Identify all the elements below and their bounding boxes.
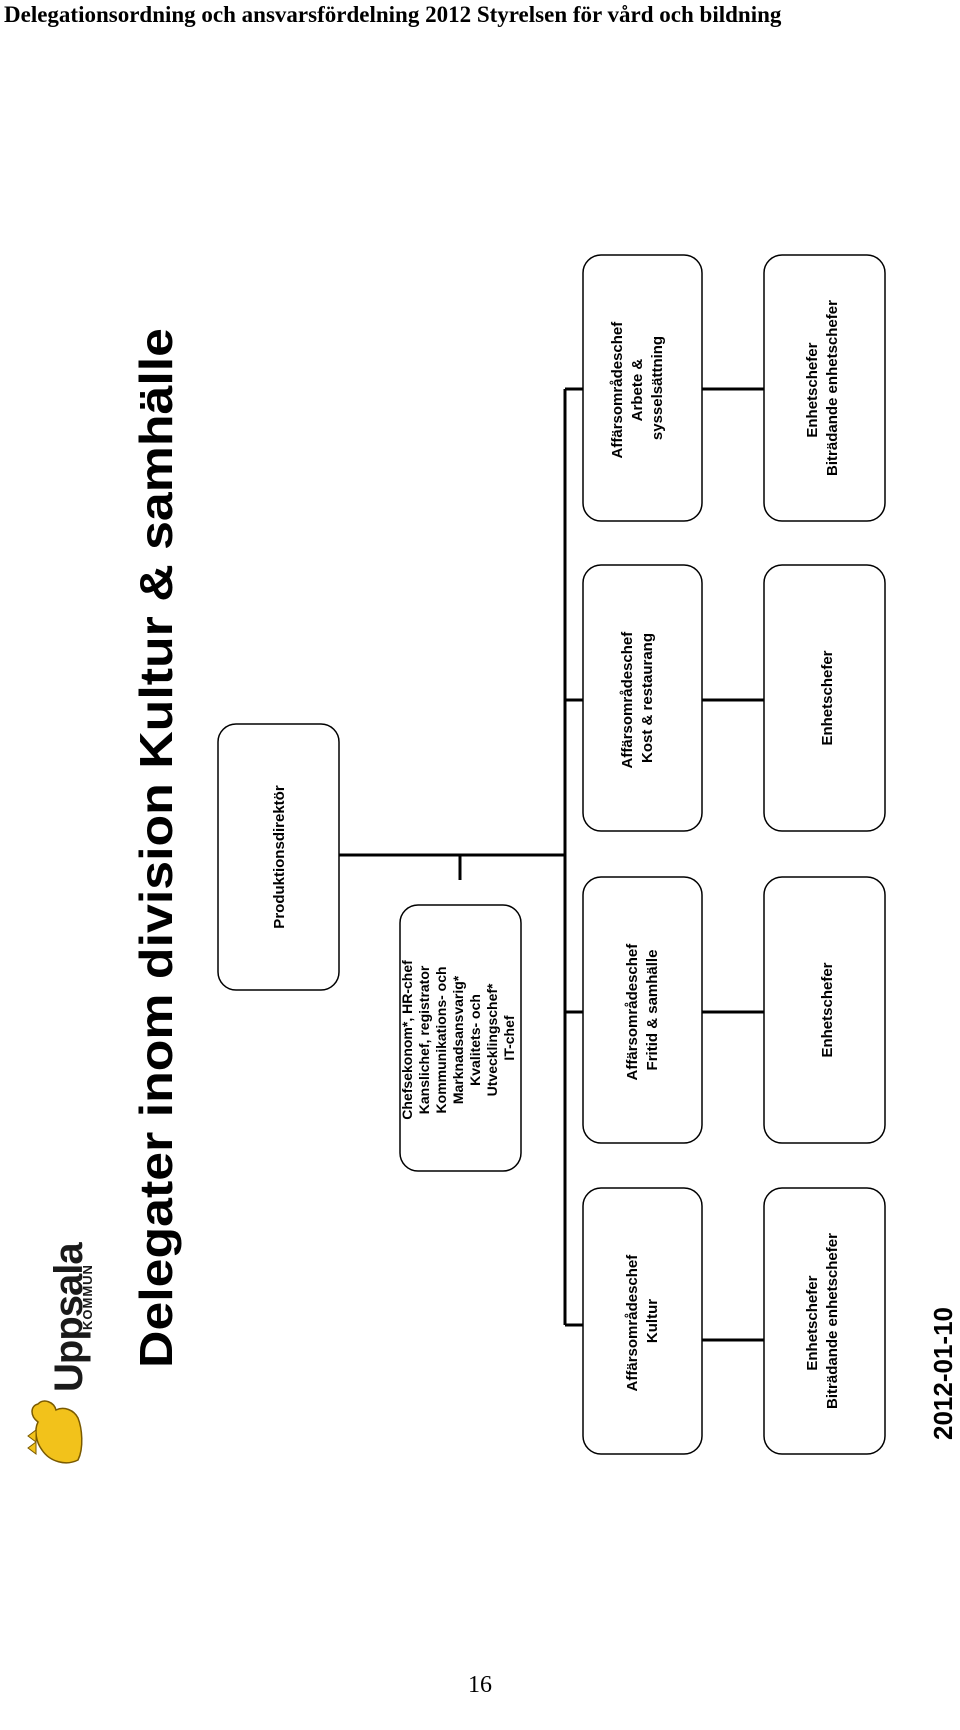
text-staff: Chefsekonom*, HR-chef Kanslichef, regist… (399, 956, 517, 1119)
box-manager-fritid (582, 876, 703, 1144)
text-units-arbete: Enhetschefer Biträdande enhetschefer (804, 300, 841, 476)
lion-crown-shape (27, 1429, 37, 1455)
box-staff (399, 904, 522, 1172)
box-manager-kultur (582, 1187, 703, 1455)
logo-name: Uppsala (47, 1242, 91, 1392)
text-line: Enhetschefer (819, 962, 836, 1057)
text-manager-fritid: Affärsområdeschef Fritid & samhälle (624, 940, 661, 1081)
box-units-arbete (763, 254, 886, 522)
text-units-fritid: Enhetschefer (819, 962, 836, 1057)
text-line: Affärsområdeschef (619, 631, 636, 769)
box-units-kost (763, 564, 886, 832)
text-manager-kost: Affärsområdeschef Kost & restaurang (619, 628, 656, 769)
slide-title: Delegater inom division Kultur & samhäll… (130, 328, 182, 1368)
text-line: Chefsekonom*, HR-chef (399, 960, 415, 1120)
text-line: Utvecklingschef* (484, 983, 500, 1096)
lion-emblem-icon (27, 1400, 83, 1464)
box-manager-kost (582, 564, 703, 832)
text-line: Enhetschefer (804, 1275, 821, 1370)
text-manager-arbete: Affärsområdeschef Arbete & sysselsättnin… (609, 318, 666, 459)
box-produktionsdirektor (217, 723, 340, 991)
slide-date: 2012-01-10 (928, 1307, 958, 1440)
box-manager-arbete (582, 254, 703, 522)
text-line: Affärsområdeschef (624, 1254, 641, 1392)
text-line: Enhetschefer (804, 342, 821, 437)
text-line: sysselsättning (649, 336, 666, 440)
text-line: Kost & restaurang (639, 633, 656, 763)
box-units-kultur (763, 1187, 886, 1455)
text-line: Biträdande enhetschefer (824, 1233, 841, 1409)
slide-content: Uppsala KOMMUN Delegater inom division K… (27, 254, 958, 1464)
text-line: Kommunikations- och (433, 966, 449, 1113)
logo-subname: KOMMUN (80, 1264, 95, 1330)
text-line: Affärsområdeschef (624, 943, 641, 1081)
uppsala-logo: Uppsala KOMMUN (27, 1242, 95, 1464)
text-line: Kvalitets- och (467, 994, 483, 1086)
text-produktionsdirektor: Produktionsdirektör (271, 785, 288, 929)
text-line: Fritid & samhälle (644, 950, 661, 1071)
text-line: Kultur (644, 1299, 661, 1343)
text-line: Affärsområdeschef (609, 321, 626, 459)
box-units-fritid (763, 876, 886, 1144)
page-header: Delegationsordning och ansvarsfördelning… (4, 2, 782, 27)
lion-body-shape (31, 1400, 83, 1464)
text-units-kultur: Enhetschefer Biträdande enhetschefer (804, 1233, 841, 1409)
text-line: Enhetschefer (819, 650, 836, 745)
org-boxes (217, 254, 886, 1455)
connectors (339, 387, 764, 1342)
text-line: Marknadsansvarig* (450, 975, 466, 1104)
text-units-kost: Enhetschefer (819, 650, 836, 745)
text-line: Kanslichef, registrator (416, 965, 432, 1114)
text-line: IT-chef (501, 1015, 517, 1060)
page-number: 16 (468, 1672, 492, 1698)
text-manager-kultur: Affärsområdeschef Kultur (624, 1251, 661, 1392)
text-line: Arbete & (629, 359, 646, 422)
text-line: Biträdande enhetschefer (824, 300, 841, 476)
text-line: Produktionsdirektör (271, 785, 288, 929)
